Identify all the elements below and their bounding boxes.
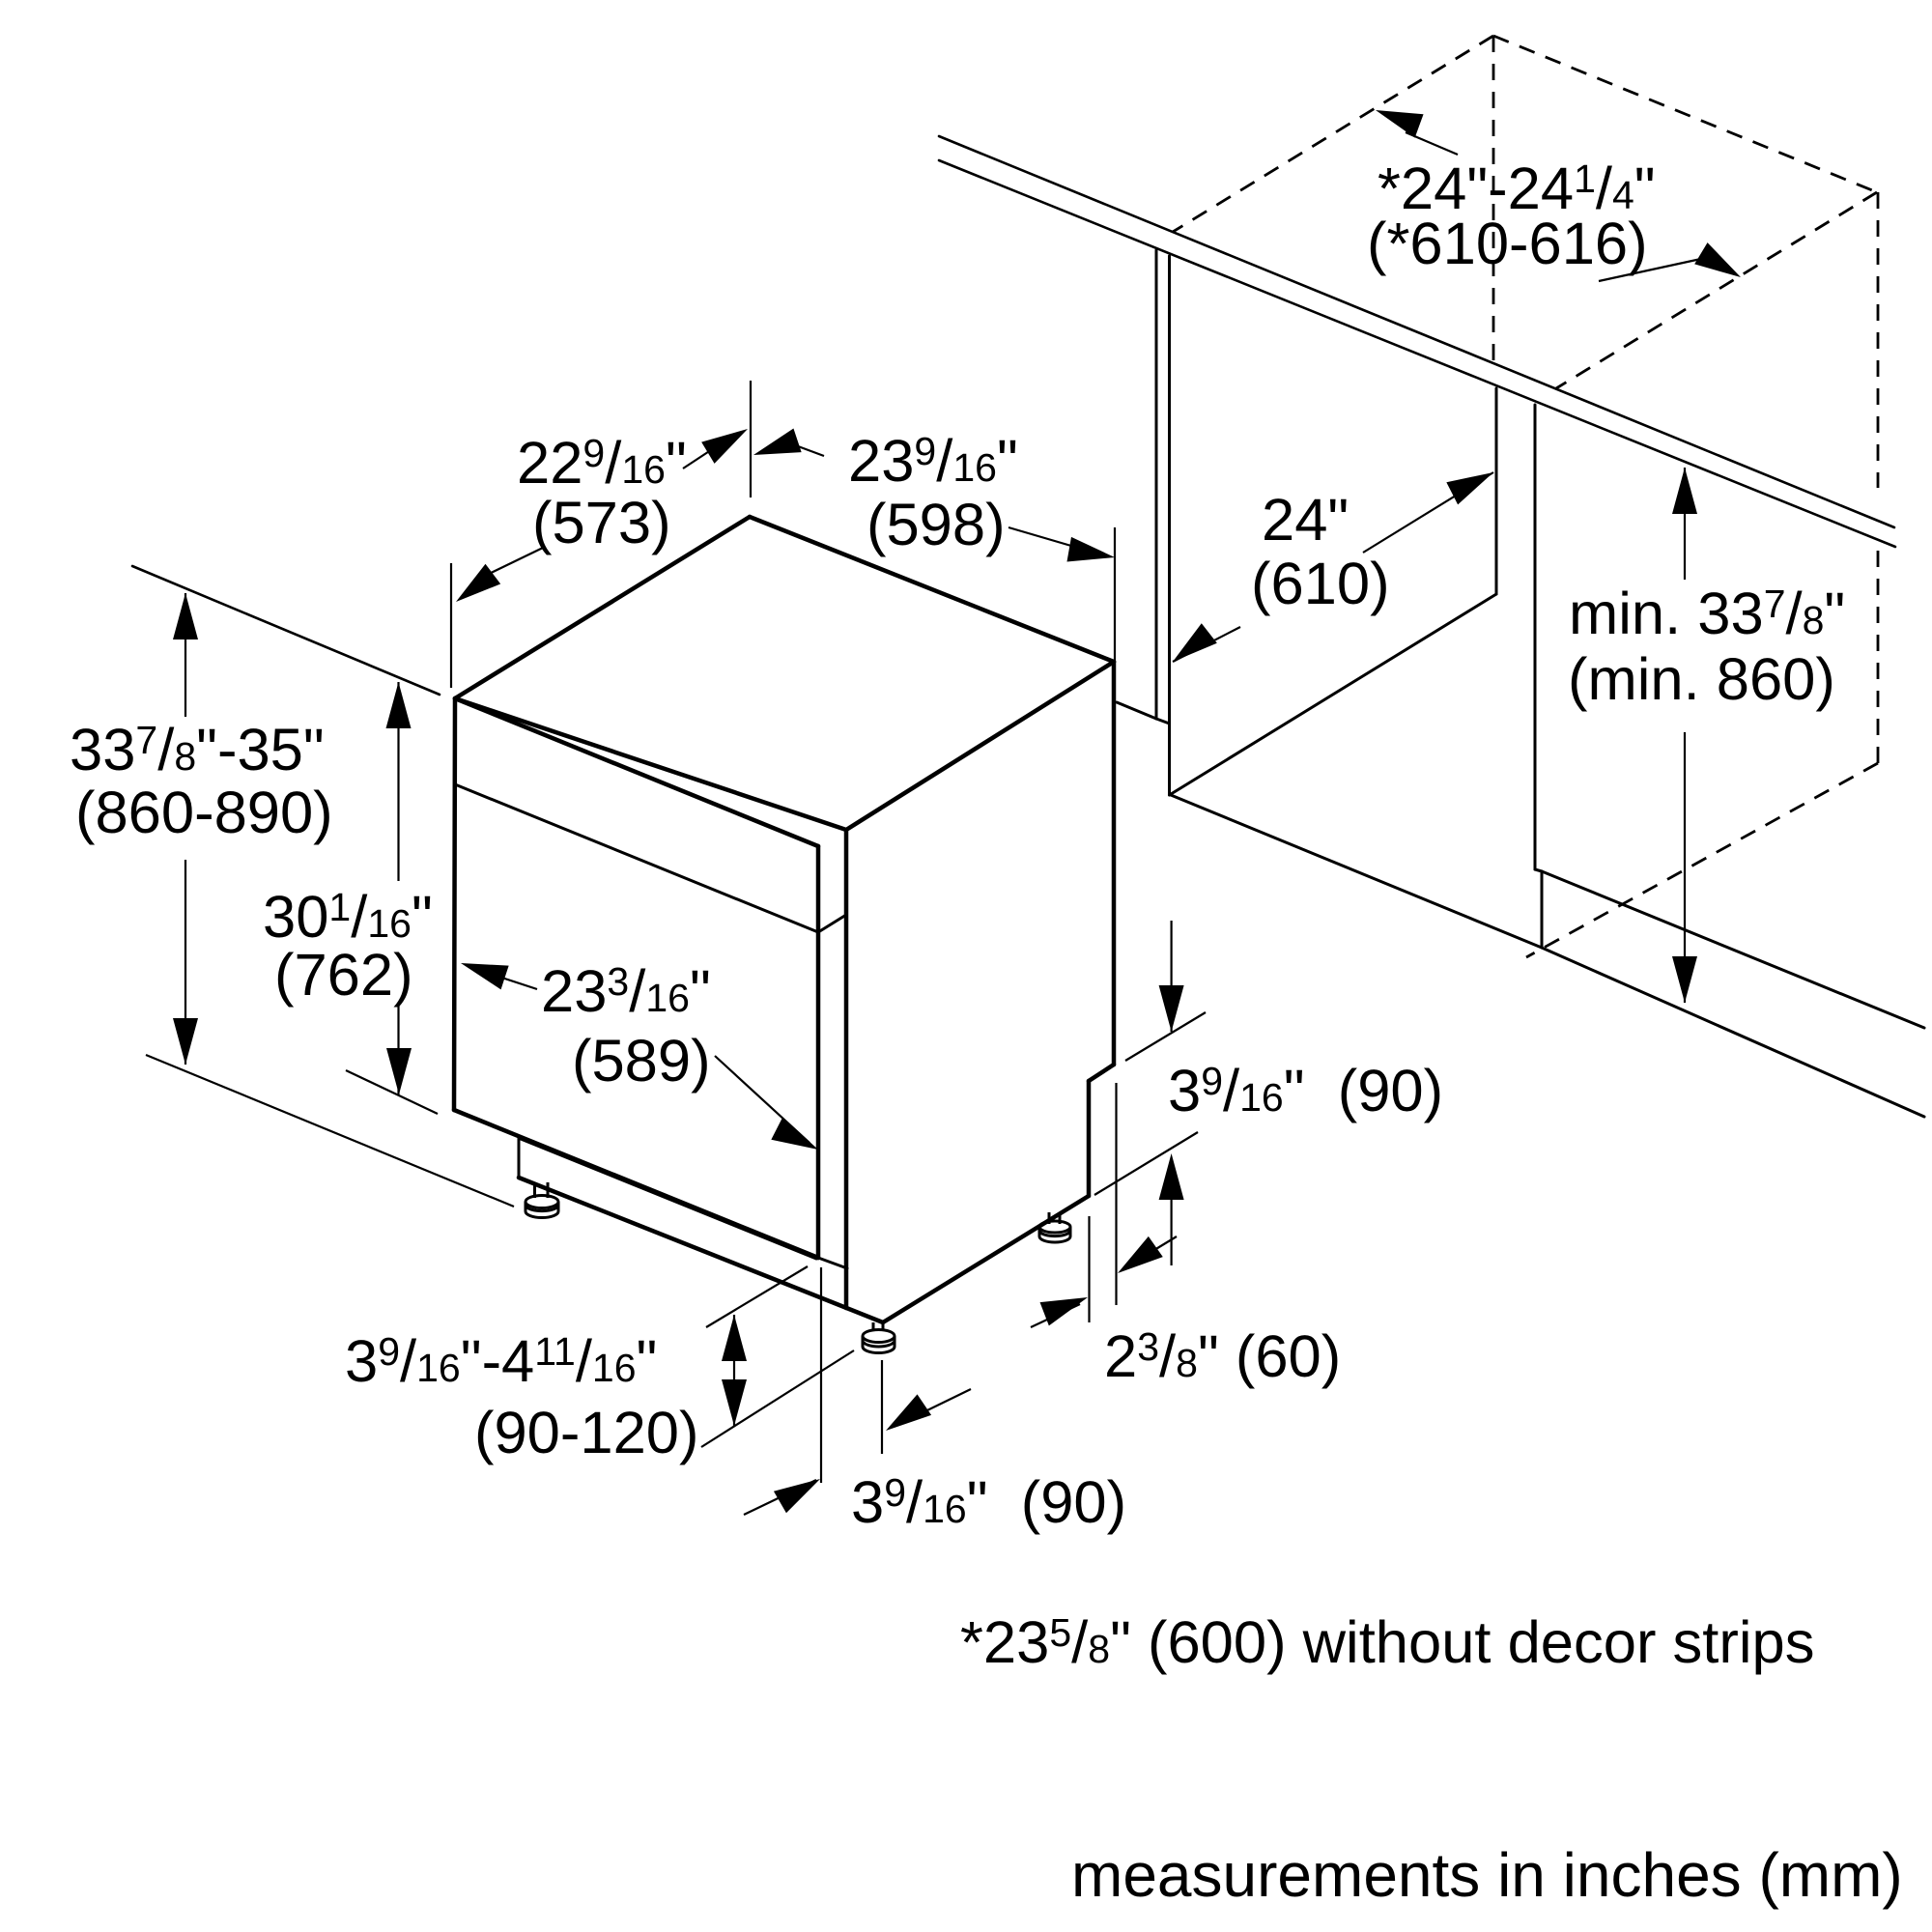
- svg-text:(573): (573): [532, 490, 671, 556]
- svg-text:337/8"-35": 337/8"-35": [70, 717, 325, 783]
- svg-text:(860-890): (860-890): [75, 780, 333, 846]
- svg-text:*235/8" (600) without decor st: *235/8" (600) without decor strips: [960, 1609, 1814, 1676]
- svg-text:measurements in inches (mm): measurements in inches (mm): [1071, 1840, 1903, 1910]
- svg-text:(min. 860): (min. 860): [1568, 646, 1835, 713]
- svg-text:(90-120): (90-120): [474, 1400, 698, 1466]
- svg-text:*24"-241/4": *24"-241/4": [1378, 156, 1656, 222]
- svg-text:(610): (610): [1251, 551, 1390, 617]
- svg-text:(*610-616): (*610-616): [1367, 211, 1648, 277]
- svg-text:(589): (589): [572, 1028, 711, 1094]
- svg-text:(598): (598): [867, 492, 1006, 558]
- svg-text:24": 24": [1262, 487, 1349, 554]
- svg-text:min. 337/8": min. 337/8": [1569, 581, 1845, 647]
- svg-text:(762): (762): [274, 942, 413, 1009]
